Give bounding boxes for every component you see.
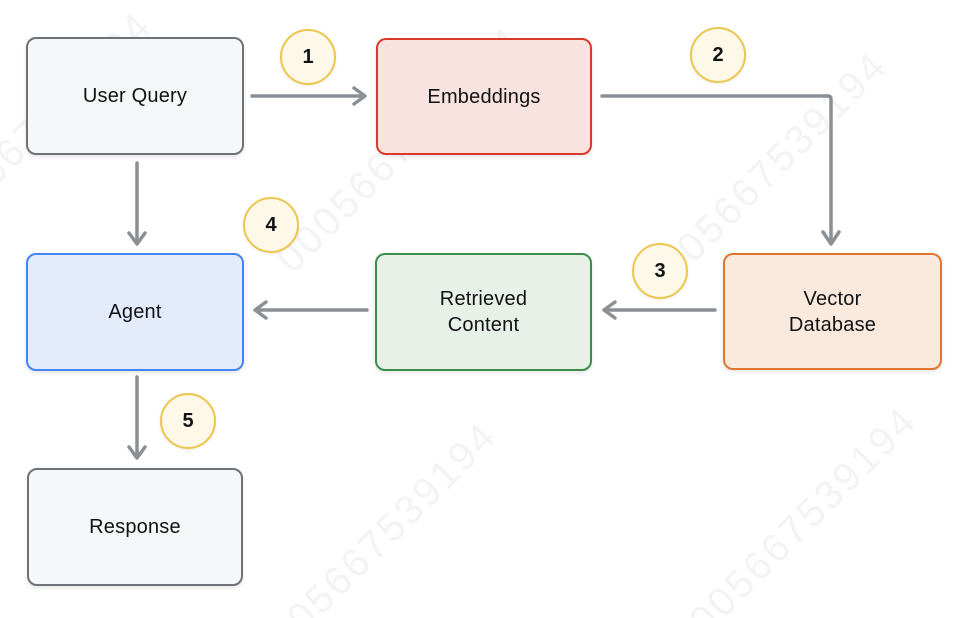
node-user-query: User Query <box>26 37 244 155</box>
arrow-agent-to-response <box>127 375 147 460</box>
arrow-user-query-to-embeddings <box>250 86 367 106</box>
node-response: Response <box>27 468 243 586</box>
watermark-text: 0005667539194 <box>663 398 927 618</box>
arrow-retrieved-content-to-agent <box>253 300 369 320</box>
node-vector-database: Vector Database <box>723 253 942 370</box>
node-embeddings: Embeddings <box>376 38 592 155</box>
step-badge-5: 5 <box>160 393 216 449</box>
node-user-query-label: User Query <box>82 85 188 107</box>
step-badge-4: 4 <box>243 197 299 253</box>
node-embeddings-label: Embeddings <box>427 85 541 108</box>
node-vector-database-label: Vector Database <box>788 287 877 336</box>
node-retrieved-content: Retrieved Content <box>375 253 592 371</box>
watermark-text: 0005667539194 <box>243 413 507 618</box>
arrow-embeddings-to-vector-database <box>600 94 841 246</box>
node-agent: Agent <box>26 253 244 371</box>
step-badge-1: 1 <box>280 29 336 85</box>
arrow-user-query-to-agent <box>127 161 147 246</box>
arrow-vector-database-to-retrieved-content <box>602 300 717 320</box>
node-retrieved-content-label: Retrieved Content <box>439 288 528 336</box>
node-agent-label: Agent <box>108 301 162 323</box>
step-badge-3: 3 <box>632 243 688 299</box>
step-badge-2: 2 <box>690 27 746 83</box>
node-response-label: Response <box>89 516 181 538</box>
